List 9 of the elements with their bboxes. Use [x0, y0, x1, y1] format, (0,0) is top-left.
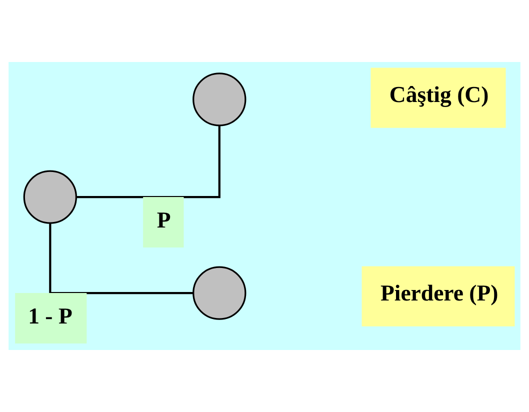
- edge-label: 1 - P: [28, 303, 72, 328]
- connector: [76, 126, 220, 198]
- node-circle: [192, 72, 246, 126]
- edge-label: P: [156, 207, 171, 232]
- node-circle: [192, 266, 246, 320]
- node-circle: [23, 170, 78, 224]
- connector: [49, 223, 193, 294]
- node-box: Pierdere (P): [362, 266, 515, 326]
- node-box: Câştig (C): [370, 68, 506, 128]
